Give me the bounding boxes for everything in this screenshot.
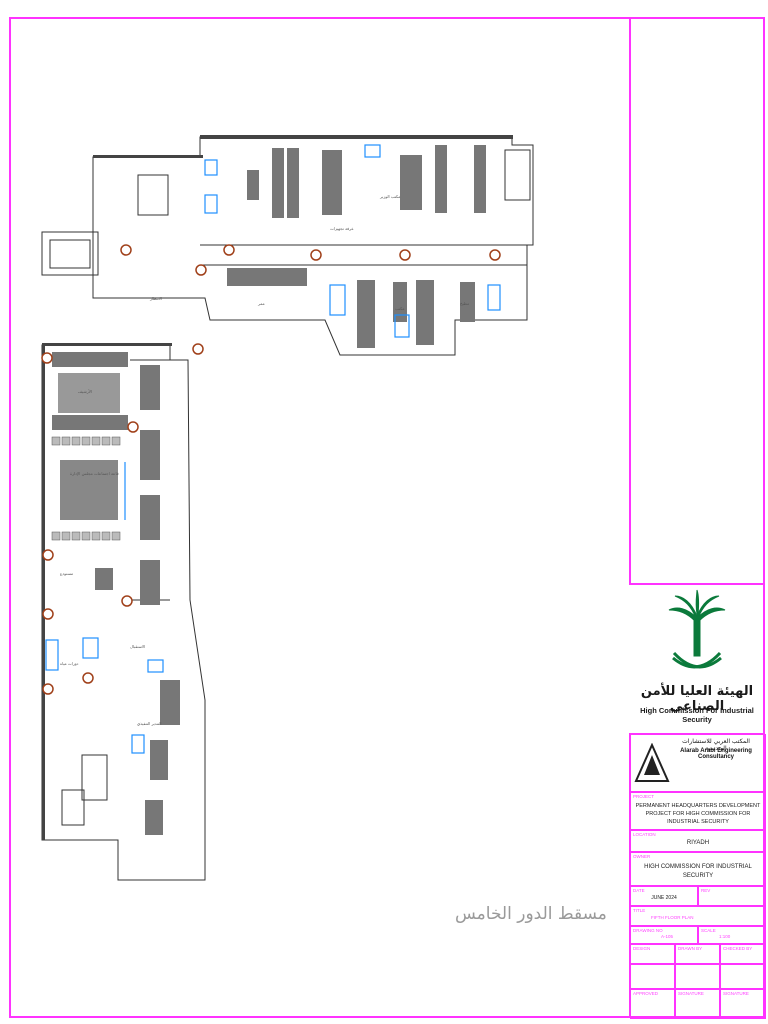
design-cell: DESIGN [630,944,675,964]
title-cell: TITLE FIFTH FLOOR PLAN [630,906,766,926]
room-label-kitchen: مطبخ [460,301,469,306]
room-label-waiting: الانتظار [149,296,162,301]
scale-cell: SCALE 1:100 [698,926,766,944]
drawing-title: مسقط الدور الخامس [455,904,607,924]
design-label: DESIGN [633,946,651,951]
signature-cell-1: SIGNATURE [675,989,720,1019]
owner-value: HIGH COMMISSION FOR INDUSTRIAL SECURITY [644,864,752,879]
title-block: المكتب العربي للاستشارات الهندسية Alarab… [629,733,766,1019]
owner-cell: OWNER HIGH COMMISSION FOR INDUSTRIAL SEC… [630,852,766,886]
client-name-ar: الهيئة العليا للأمن الصناعي [640,684,754,714]
consultant-name-en: Alarab Arabi Engineering Consultancy [680,748,752,760]
room-label-archive: الأرشيف [78,389,92,394]
blank-cell-1 [630,964,675,989]
title-block-notes-area [629,17,765,585]
approval-cell: APPROVED [630,989,675,1019]
blank-cell-2 [675,964,720,989]
rev-label: REV [701,888,711,893]
drawing-no-label: DRAWING NO [633,928,663,933]
triangle-logo-icon [634,743,670,782]
room-label-corridor: ممر [257,301,265,306]
signature-label-1: SIGNATURE [678,991,704,996]
location-cell: LOCATION RIYADH [630,830,766,852]
date-cell: DATE JUNE 2024 [630,886,698,906]
palm-and-swords-icon [668,589,726,669]
drawing-no-value: A-105 [661,934,674,939]
drawing-no-cell: DRAWING NO A-105 [630,926,698,944]
date-label: DATE [633,888,645,893]
checked-cell: CHECKED BY [720,944,766,964]
title-label: TITLE [633,908,646,913]
consultant-name-ar: المكتب العربي للاستشارات الهندسية [682,738,750,752]
project-cell: PROJECT PERMANENT HEADQUARTERS DEVELOPME… [630,792,766,830]
blank-cell-3 [720,964,766,989]
room-label-minister: مكتب الوزير [379,194,400,199]
drawn-label: DRAWN BY [678,946,703,951]
title-value: FIFTH FLOOR PLAN [651,915,694,920]
scale-value: 1:100 [719,934,731,939]
signature-label-2: SIGNATURE [723,991,749,996]
room-label-wc: دورات مياه [60,661,79,666]
date-value: JUNE 2024 [651,895,677,901]
project-label: PROJECT [633,794,655,799]
room-label-equipment: غرفة تجهيزات [330,226,353,231]
client-name-en: High Commission For Industrial Security [640,706,754,724]
drawn-cell: DRAWN BY [675,944,720,964]
client-logo: الهيئة العليا للأمن الصناعي High Commiss… [629,588,765,728]
room-label-executive: المدير التنفيذي [137,721,162,726]
approval-label: APPROVED [633,991,659,996]
checked-label: CHECKED BY [723,946,753,951]
room-label-store: مستودع [60,571,73,576]
consultant-cell: المكتب العربي للاستشارات الهندسية Alarab… [630,734,766,792]
room-label-boardroom: قاعة اجتماعات مجلس الإدارة [70,471,119,477]
signature-cell-2: SIGNATURE [720,989,766,1019]
owner-label: OWNER [633,854,651,859]
location-value: RIYADH [686,840,710,846]
rev-cell: REV [698,886,766,906]
room-label-office: مكتب [395,306,405,311]
project-value: PERMANENT HEADQUARTERS DEVELOPMENT PROJE… [635,803,761,825]
room-label-reception: الاستقبال [130,644,145,649]
location-label: LOCATION [633,832,656,837]
scale-label: SCALE [701,928,716,933]
